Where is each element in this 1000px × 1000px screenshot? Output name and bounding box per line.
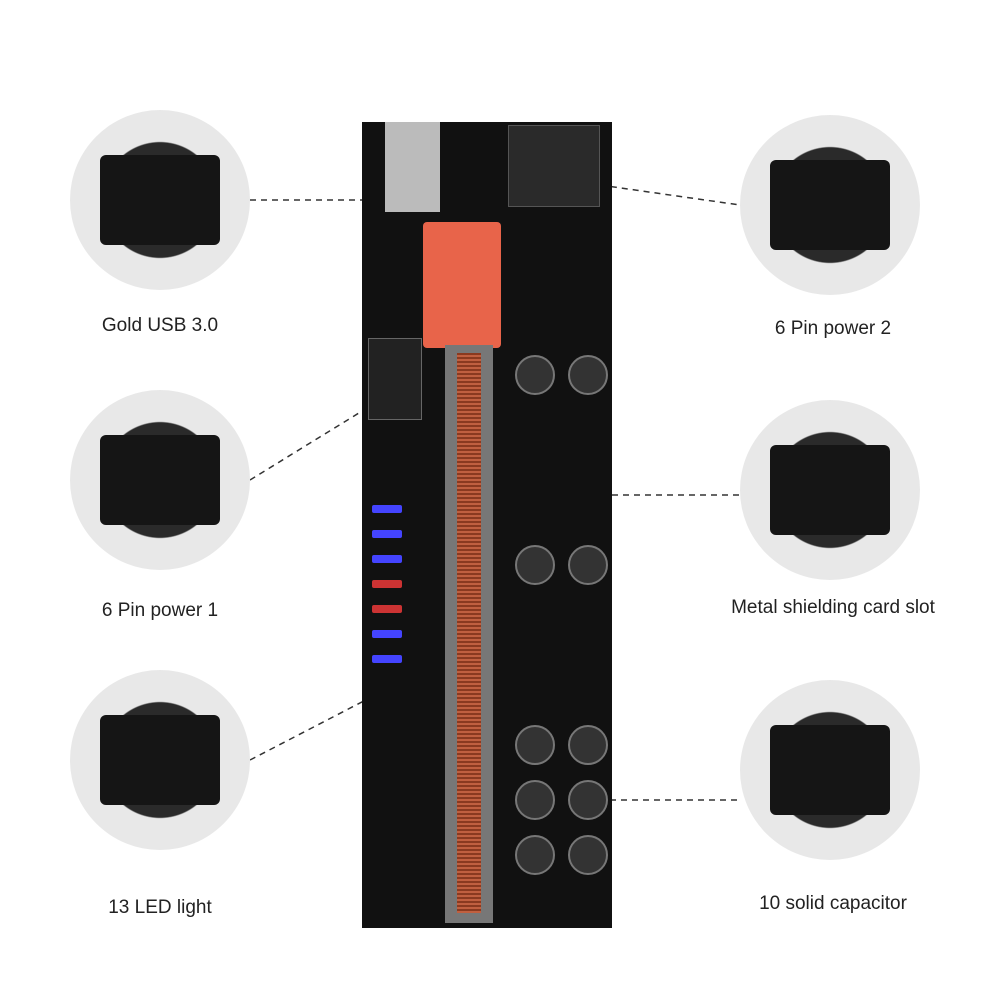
label-metal-slot: Metal shielding card slot [731,597,935,618]
capacitor [515,835,555,875]
capacitor [568,355,608,395]
label-6pin-power-1: 6 Pin power 1 [101,600,219,621]
capacitor [568,725,608,765]
pcie-slot [445,345,493,923]
power1-closeup [70,390,250,570]
six-pin-connector-2 [508,125,600,207]
capacitor [568,545,608,585]
label-gold-usb: Gold USB 3.0 [101,315,219,336]
label-6pin-power-2: 6 Pin power 2 [774,318,892,339]
slot-latch [423,222,501,348]
led [372,530,402,538]
capacitor [568,835,608,875]
capacitor [568,780,608,820]
led [372,655,402,663]
six-pin-connector-1 [368,338,422,420]
capacitor [515,725,555,765]
capacitor [515,355,555,395]
usb-closeup [70,110,250,290]
led-closeup [70,670,250,850]
led [372,580,402,588]
led [372,505,402,513]
capacitor [515,545,555,585]
capacitor [515,780,555,820]
label-13-led: 13 LED light [108,897,212,918]
led [372,555,402,563]
label-solid-capacitor: 10 solid capacitor [759,893,907,914]
led [372,605,402,613]
power2-closeup [740,115,920,295]
led [372,630,402,638]
usb-port [385,122,440,212]
capacitor-closeup [740,680,920,860]
slot-closeup [740,400,920,580]
